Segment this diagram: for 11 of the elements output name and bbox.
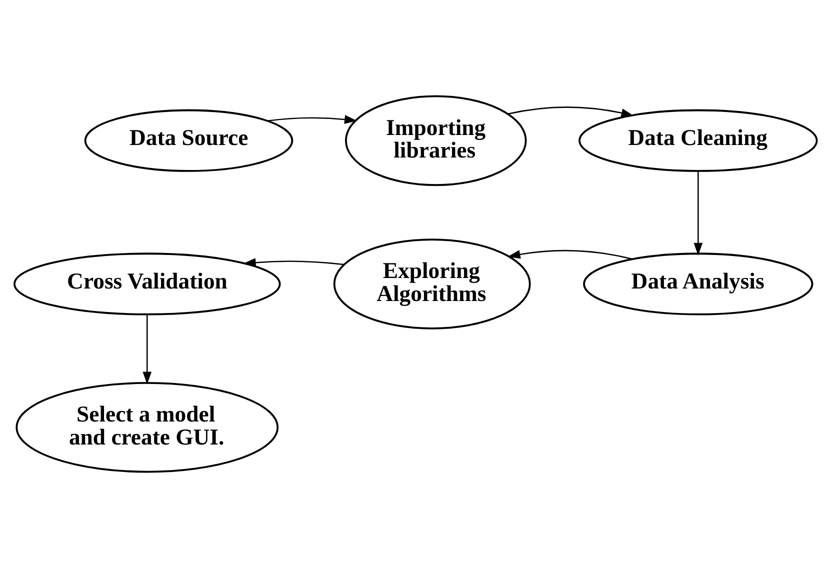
arrow — [507, 249, 632, 260]
node-ellipse: Select a model and create GUI. — [15, 382, 278, 472]
arrow — [242, 258, 344, 266]
node-ellipse: Data Analysis — [582, 252, 813, 315]
node-ellipse: Exploring Algorithms — [332, 238, 530, 329]
node-ellipse: Cross Validation — [13, 252, 280, 315]
node-ellipse: Data Source — [84, 108, 293, 172]
arrow — [693, 170, 702, 255]
arrow — [266, 114, 357, 124]
arrow — [142, 314, 152, 384]
arrow — [507, 106, 634, 117]
